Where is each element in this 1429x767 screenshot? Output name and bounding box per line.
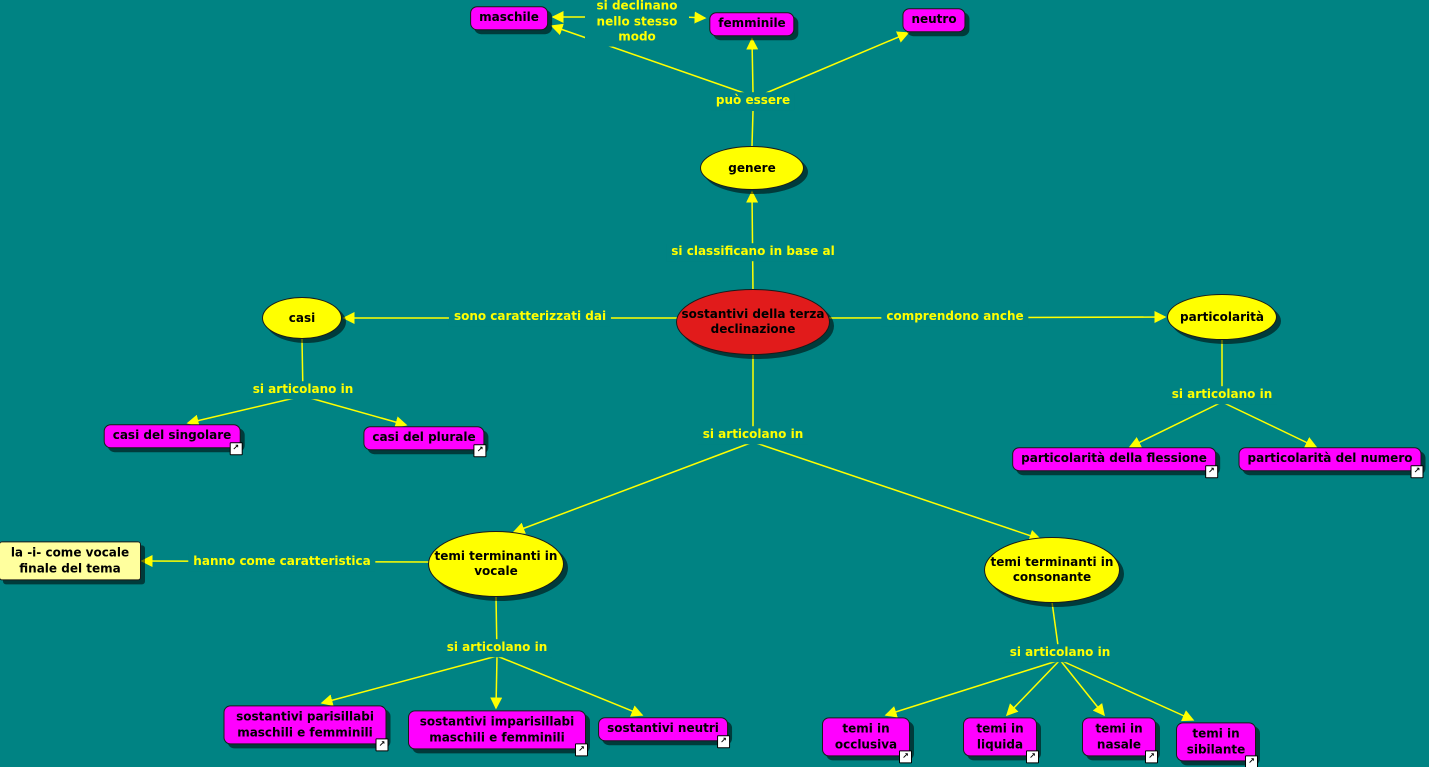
concept-sostantivi-imparisillabi[interactable]: sostantivi imparisillabi maschili e femm… <box>408 710 588 757</box>
concept-particolarita-della-flessione[interactable]: particolarità della flessione ↗ <box>1012 447 1218 478</box>
connector-line <box>746 190 759 293</box>
linking-phrase-si-articolano-particolarita[interactable]: si articolano in <box>1166 386 1278 404</box>
resource-icon[interactable]: ↗ <box>899 750 912 764</box>
connector-line <box>1059 659 1105 717</box>
concept-casi[interactable]: casi <box>262 297 342 339</box>
resource-icon[interactable]: ↗ <box>229 441 243 455</box>
concept-label: casi del singolare <box>112 428 232 443</box>
concept-label: temi in occlusiva <box>834 721 898 751</box>
concept-label: sostantivi neutri <box>607 721 719 736</box>
connector-line <box>884 659 1061 718</box>
concept-casi-del-plurale[interactable]: casi del plurale ↗ <box>363 426 487 457</box>
connector-line <box>550 23 745 94</box>
connector-line <box>496 655 644 717</box>
concept-label: temi in sibilante <box>1186 726 1246 756</box>
linking-phrase-si-declinano[interactable]: si declinano nello stesso modo <box>585 0 689 47</box>
resource-icon[interactable]: ↗ <box>1245 755 1258 767</box>
connector-line <box>751 110 754 147</box>
connector-line <box>752 441 1042 542</box>
concept-temi-in-occlusiva[interactable]: temi in occlusiva ↗ <box>822 717 912 764</box>
resource-icon[interactable]: ↗ <box>1204 464 1218 478</box>
concept-nota-vocale-i[interactable]: la -i- come vocale finale del tema <box>0 541 141 581</box>
resource-icon[interactable]: ↗ <box>575 743 588 757</box>
connector-line <box>490 655 503 710</box>
resource-icon[interactable]: ↗ <box>1410 464 1424 478</box>
linking-phrase-si-articolano-vocale[interactable]: si articolano in <box>441 639 553 657</box>
resource-icon[interactable]: ↗ <box>716 734 730 748</box>
resource-icon[interactable]: ↗ <box>1026 750 1039 764</box>
concept-temi-terminanti-in-consonante[interactable]: temi terminanti in consonante <box>984 537 1120 603</box>
concept-temi-in-nasale[interactable]: temi in nasale ↗ <box>1082 717 1158 764</box>
linking-phrase-si-articolano-consonante[interactable]: si articolano in <box>1004 644 1116 662</box>
connector-line <box>746 37 759 94</box>
linking-phrase-hanno-caratteristica[interactable]: hanno come caratteristica <box>188 553 376 571</box>
concept-sostantivi-parisillabi[interactable]: sostantivi parisillabi maschili e femmin… <box>223 705 389 752</box>
concept-genere[interactable]: genere <box>700 146 804 190</box>
resource-icon[interactable]: ↗ <box>473 443 487 457</box>
resource-icon[interactable]: ↗ <box>375 738 389 752</box>
linking-phrase-si-articolano-temi[interactable]: si articolano in <box>697 426 809 444</box>
linking-phrase-si-articolano-casi[interactable]: si articolano in <box>247 381 359 399</box>
concept-femminile[interactable]: femminile <box>709 12 795 36</box>
linking-phrase-si-classificano[interactable]: si classificano in base al <box>666 243 840 261</box>
concept-particolarita[interactable]: particolarità <box>1167 294 1277 340</box>
linking-phrase-comprendono-anche[interactable]: comprendono anche <box>881 308 1029 326</box>
concept-casi-del-singolare[interactable]: casi del singolare ↗ <box>103 424 243 455</box>
linking-phrase-puo-essere[interactable]: può essere <box>710 92 796 110</box>
concept-label: sostantivi parisillabi maschili e femmin… <box>236 709 374 739</box>
concept-neutro[interactable]: neutro <box>902 8 966 32</box>
concept-particolarita-del-numero[interactable]: particolarità del numero ↗ <box>1238 447 1424 478</box>
concept-label: temi in liquida <box>976 721 1024 751</box>
connector-line <box>1005 659 1061 717</box>
concept-maschile[interactable]: maschile <box>470 6 548 30</box>
connector-line <box>512 441 754 534</box>
concept-sostantivi-neutri[interactable]: sostantivi neutri ↗ <box>598 717 730 748</box>
concept-label: particolarità della flessione <box>1021 451 1207 466</box>
connector-line <box>302 395 408 428</box>
concept-temi-terminanti-in-vocale[interactable]: temi terminanti in vocale <box>428 531 564 597</box>
connector-line <box>1128 401 1223 448</box>
concept-label: particolarità del numero <box>1247 451 1413 466</box>
connector-line <box>186 395 304 427</box>
concept-temi-in-liquida[interactable]: temi in liquida ↗ <box>963 717 1039 764</box>
concept-temi-in-sibilante[interactable]: temi in sibilante ↗ <box>1176 722 1258 767</box>
connector-line <box>1221 401 1318 448</box>
connector-line <box>1059 659 1195 722</box>
connector-line <box>320 655 498 707</box>
concept-root-sostantivi-terza-declinazione[interactable]: sostantivi della terza declinazione <box>676 289 830 355</box>
connector-line <box>765 31 910 94</box>
linking-phrase-sono-caratterizzati[interactable]: sono caratterizzati dai <box>448 308 612 326</box>
concept-label: temi in nasale <box>1095 721 1143 751</box>
concept-label: casi del plurale <box>372 430 476 445</box>
concept-label: sostantivi imparisillabi maschili e femm… <box>419 714 575 744</box>
resource-icon[interactable]: ↗ <box>1145 750 1158 764</box>
